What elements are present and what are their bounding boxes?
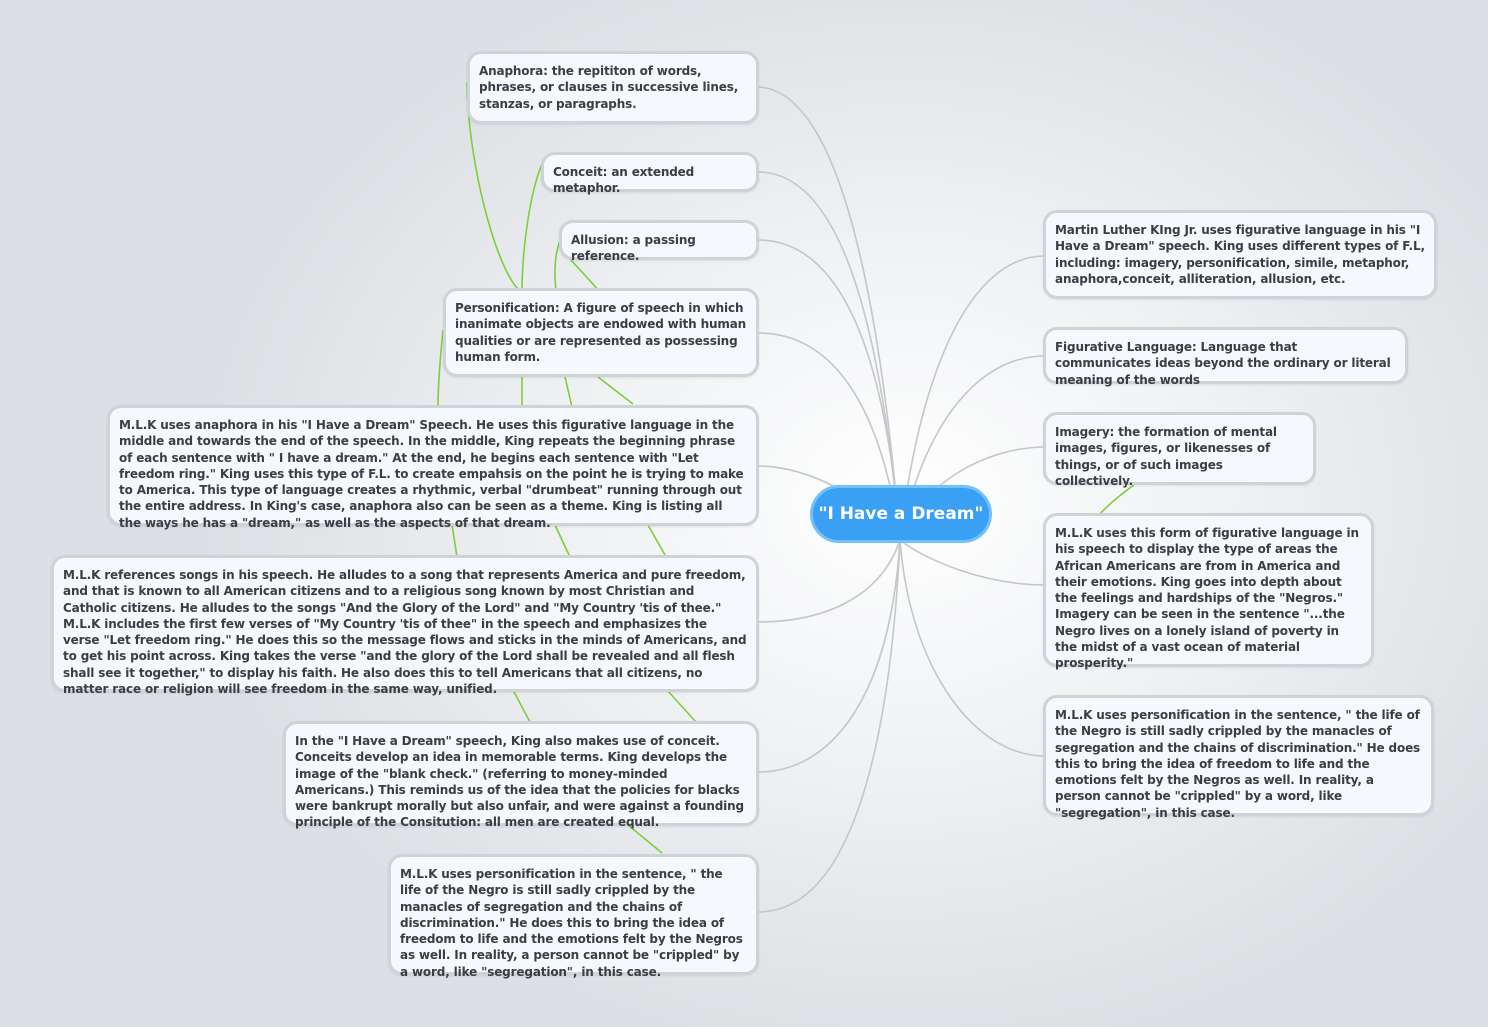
node-anaphora-example[interactable]: M.L.K uses anaphora in his "I Have a Dre… <box>107 405 759 530</box>
node-text: Anaphora: the repititon of words, phrase… <box>479 64 739 111</box>
node-text: M.L.K references songs in his speech. He… <box>63 568 747 697</box>
relation-conceit-3 <box>554 524 571 558</box>
node-anaphora-definition[interactable]: Anaphora: the repititon of words, phrase… <box>467 51 759 124</box>
link-root-anaphora-def <box>757 86 901 541</box>
relation-conceit-2 <box>564 376 573 408</box>
link-root-allusion-def <box>757 239 901 541</box>
node-imagery-definition[interactable]: Imagery: the formation of mental images,… <box>1043 412 1316 488</box>
node-intro[interactable]: Martin Luther KIng Jr. uses figurative l… <box>1043 210 1437 299</box>
node-personification-definition[interactable]: Personification: A figure of speech in w… <box>443 288 759 377</box>
link-root-imagery-example <box>899 539 1046 586</box>
node-imagery-example[interactable]: M.L.K uses this form of figurative langu… <box>1043 513 1374 671</box>
link-root-conceit-example <box>757 539 901 773</box>
relation-allusion-5 <box>666 689 697 723</box>
node-personification-example-left[interactable]: M.L.K uses personification in the senten… <box>388 854 759 979</box>
node-text: M.L.K uses personification in the senten… <box>1055 708 1421 820</box>
node-figurative-language-definition[interactable]: Figurative Language: Language that commu… <box>1043 327 1408 387</box>
node-text: M.L.K uses personification in the senten… <box>400 867 743 979</box>
relation-personification-2 <box>451 524 458 558</box>
link-root-allusion-example <box>757 539 901 623</box>
node-personification-example-right[interactable]: M.L.K uses personification in the senten… <box>1043 695 1434 820</box>
node-conceit-example[interactable]: In the "I Have a Dream" speech, King als… <box>283 721 759 830</box>
node-allusion-definition[interactable]: Allusion: a passing reference. <box>559 220 759 264</box>
relation-conceit-4 <box>627 824 663 854</box>
relation-personification <box>437 329 444 408</box>
central-topic[interactable]: "I Have a Dream" <box>810 485 992 543</box>
relation-personification-3 <box>512 689 531 723</box>
node-allusion-example[interactable]: M.L.K references songs in his speech. He… <box>51 555 759 696</box>
node-text: Imagery: the formation of mental images,… <box>1055 425 1277 488</box>
node-text: Personification: A figure of speech in w… <box>455 301 747 364</box>
relation-conceit <box>521 161 544 293</box>
relation-allusion-4 <box>647 524 666 556</box>
link-root-personification-example-right <box>899 539 1046 757</box>
relation-allusion-3 <box>597 376 634 405</box>
link-root-intro <box>899 255 1046 541</box>
central-topic-label: "I Have a Dream" <box>818 504 984 524</box>
node-text: Conceit: an extended metaphor. <box>553 165 695 196</box>
node-text: Martin Luther KIng Jr. uses figurative l… <box>1055 223 1425 286</box>
node-text: Figurative Language: Language that commu… <box>1055 340 1391 387</box>
node-text: M.L.K uses this form of figurative langu… <box>1055 526 1359 671</box>
node-text: Allusion: a passing reference. <box>571 233 696 264</box>
relation-imagery <box>1099 484 1135 515</box>
node-text: In the "I Have a Dream" speech, King als… <box>295 734 744 830</box>
link-root-personification-example-left <box>757 539 901 913</box>
node-conceit-definition[interactable]: Conceit: an extended metaphor. <box>541 152 759 196</box>
node-text: M.L.K uses anaphora in his "I Have a Dre… <box>119 418 744 530</box>
